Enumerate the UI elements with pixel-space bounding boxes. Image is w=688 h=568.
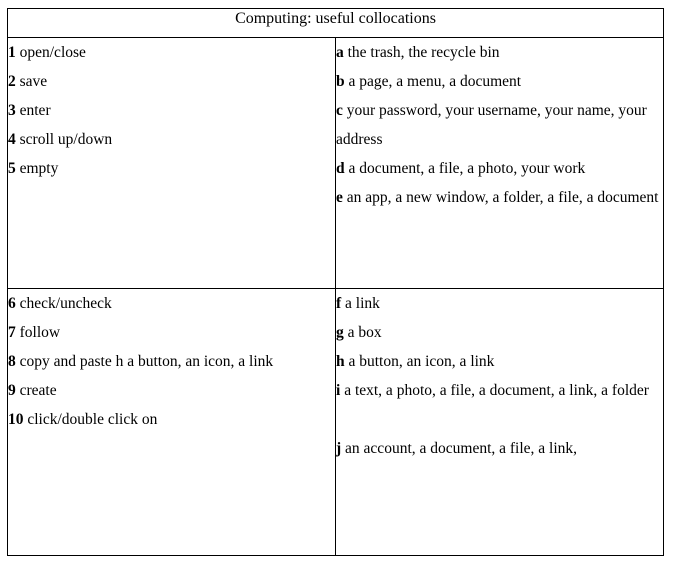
- entry-text: an app, a new window, a folder, a file, …: [346, 189, 659, 206]
- blank-line: [336, 405, 663, 434]
- entry-marker: h: [336, 353, 345, 370]
- entry-text: save: [19, 73, 48, 90]
- entry-marker: 4: [8, 131, 16, 148]
- list-item: j an account, a document, a file, a link…: [336, 434, 663, 463]
- entry-marker: 1: [8, 44, 16, 61]
- list-item: 2 save: [8, 67, 335, 96]
- entry-marker: 2: [8, 73, 16, 90]
- entry-marker: a: [336, 44, 344, 61]
- table-row: 6 check/uncheck 7 follow 8 copy and past…: [7, 288, 664, 556]
- cell-verbs-6-10: 6 check/uncheck 7 follow 8 copy and past…: [7, 288, 336, 556]
- list-item: 4 scroll up/down: [8, 125, 335, 154]
- entry-marker: 3: [8, 102, 16, 119]
- entry-marker: d: [336, 160, 345, 177]
- list-item: 10 click/double click on: [8, 405, 335, 434]
- cell-objects-a-e: a the trash, the recycle bin b a page, a…: [335, 37, 664, 289]
- entry-text: check/uncheck: [19, 295, 112, 312]
- entry-marker: 5: [8, 160, 16, 177]
- entry-marker: 9: [8, 382, 16, 399]
- entry-text: a text, a photo, a file, a document, a l…: [344, 382, 649, 399]
- entry-marker: i: [336, 382, 341, 399]
- entry-text: your password, your username, your name,…: [336, 102, 647, 148]
- entry-marker: b: [336, 73, 345, 90]
- entry-text: empty: [19, 160, 59, 177]
- list-item: 6 check/uncheck: [8, 289, 335, 318]
- entry-marker: c: [336, 102, 343, 119]
- entry-marker: g: [336, 324, 344, 341]
- cell-objects-f-j: f a link g a box h a button, an icon, a …: [335, 288, 664, 556]
- list-item: 9 create: [8, 376, 335, 405]
- list-item: f a link: [336, 289, 663, 318]
- entry-text: a button, an icon, a link: [348, 353, 495, 370]
- entry-text: create: [19, 382, 57, 399]
- table-row: 1 open/close 2 save 3 enter 4 scroll up/…: [7, 37, 664, 289]
- entry-text: copy and paste h a button, an icon, a li…: [19, 353, 274, 370]
- entry-text: the trash, the recycle bin: [347, 44, 500, 61]
- list-item: e an app, a new window, a folder, a file…: [336, 183, 663, 212]
- entry-marker: f: [336, 295, 342, 312]
- entry-text: a document, a file, a photo, your work: [348, 160, 586, 177]
- list-item: b a page, a menu, a document: [336, 67, 663, 96]
- list-item: g a box: [336, 318, 663, 347]
- entry-marker: j: [336, 440, 342, 457]
- list-item: c your password, your username, your nam…: [336, 96, 663, 154]
- collocations-table: Computing: useful collocations 1 open/cl…: [7, 8, 664, 556]
- table-title: Computing: useful collocations: [7, 8, 664, 38]
- table-header-row: Computing: useful collocations: [7, 8, 664, 38]
- entry-marker: 7: [8, 324, 16, 341]
- entry-text: a page, a menu, a document: [348, 73, 522, 90]
- list-item: 8 copy and paste h a button, an icon, a …: [8, 347, 335, 376]
- entry-marker: 10: [8, 411, 24, 428]
- list-item: 3 enter: [8, 96, 335, 125]
- entry-marker: 8: [8, 353, 16, 370]
- entry-text: a box: [347, 324, 382, 341]
- entry-text: click/double click on: [27, 411, 158, 428]
- entry-text: a link: [345, 295, 380, 312]
- cell-verbs-1-5: 1 open/close 2 save 3 enter 4 scroll up/…: [7, 37, 336, 289]
- entry-text: enter: [19, 102, 51, 119]
- list-item: 1 open/close: [8, 38, 335, 67]
- entry-marker: 6: [8, 295, 16, 312]
- list-item: 5 empty: [8, 154, 335, 183]
- list-item: d a document, a file, a photo, your work: [336, 154, 663, 183]
- list-item: 7 follow: [8, 318, 335, 347]
- entry-marker: e: [336, 189, 343, 206]
- list-item: h a button, an icon, a link: [336, 347, 663, 376]
- entry-text: open/close: [19, 44, 86, 61]
- entry-text: an account, a document, a file, a link,: [345, 440, 578, 457]
- list-item: a the trash, the recycle bin: [336, 38, 663, 67]
- entry-text: follow: [19, 324, 61, 341]
- list-item: i a text, a photo, a file, a document, a…: [336, 376, 663, 405]
- entry-text: scroll up/down: [19, 131, 113, 148]
